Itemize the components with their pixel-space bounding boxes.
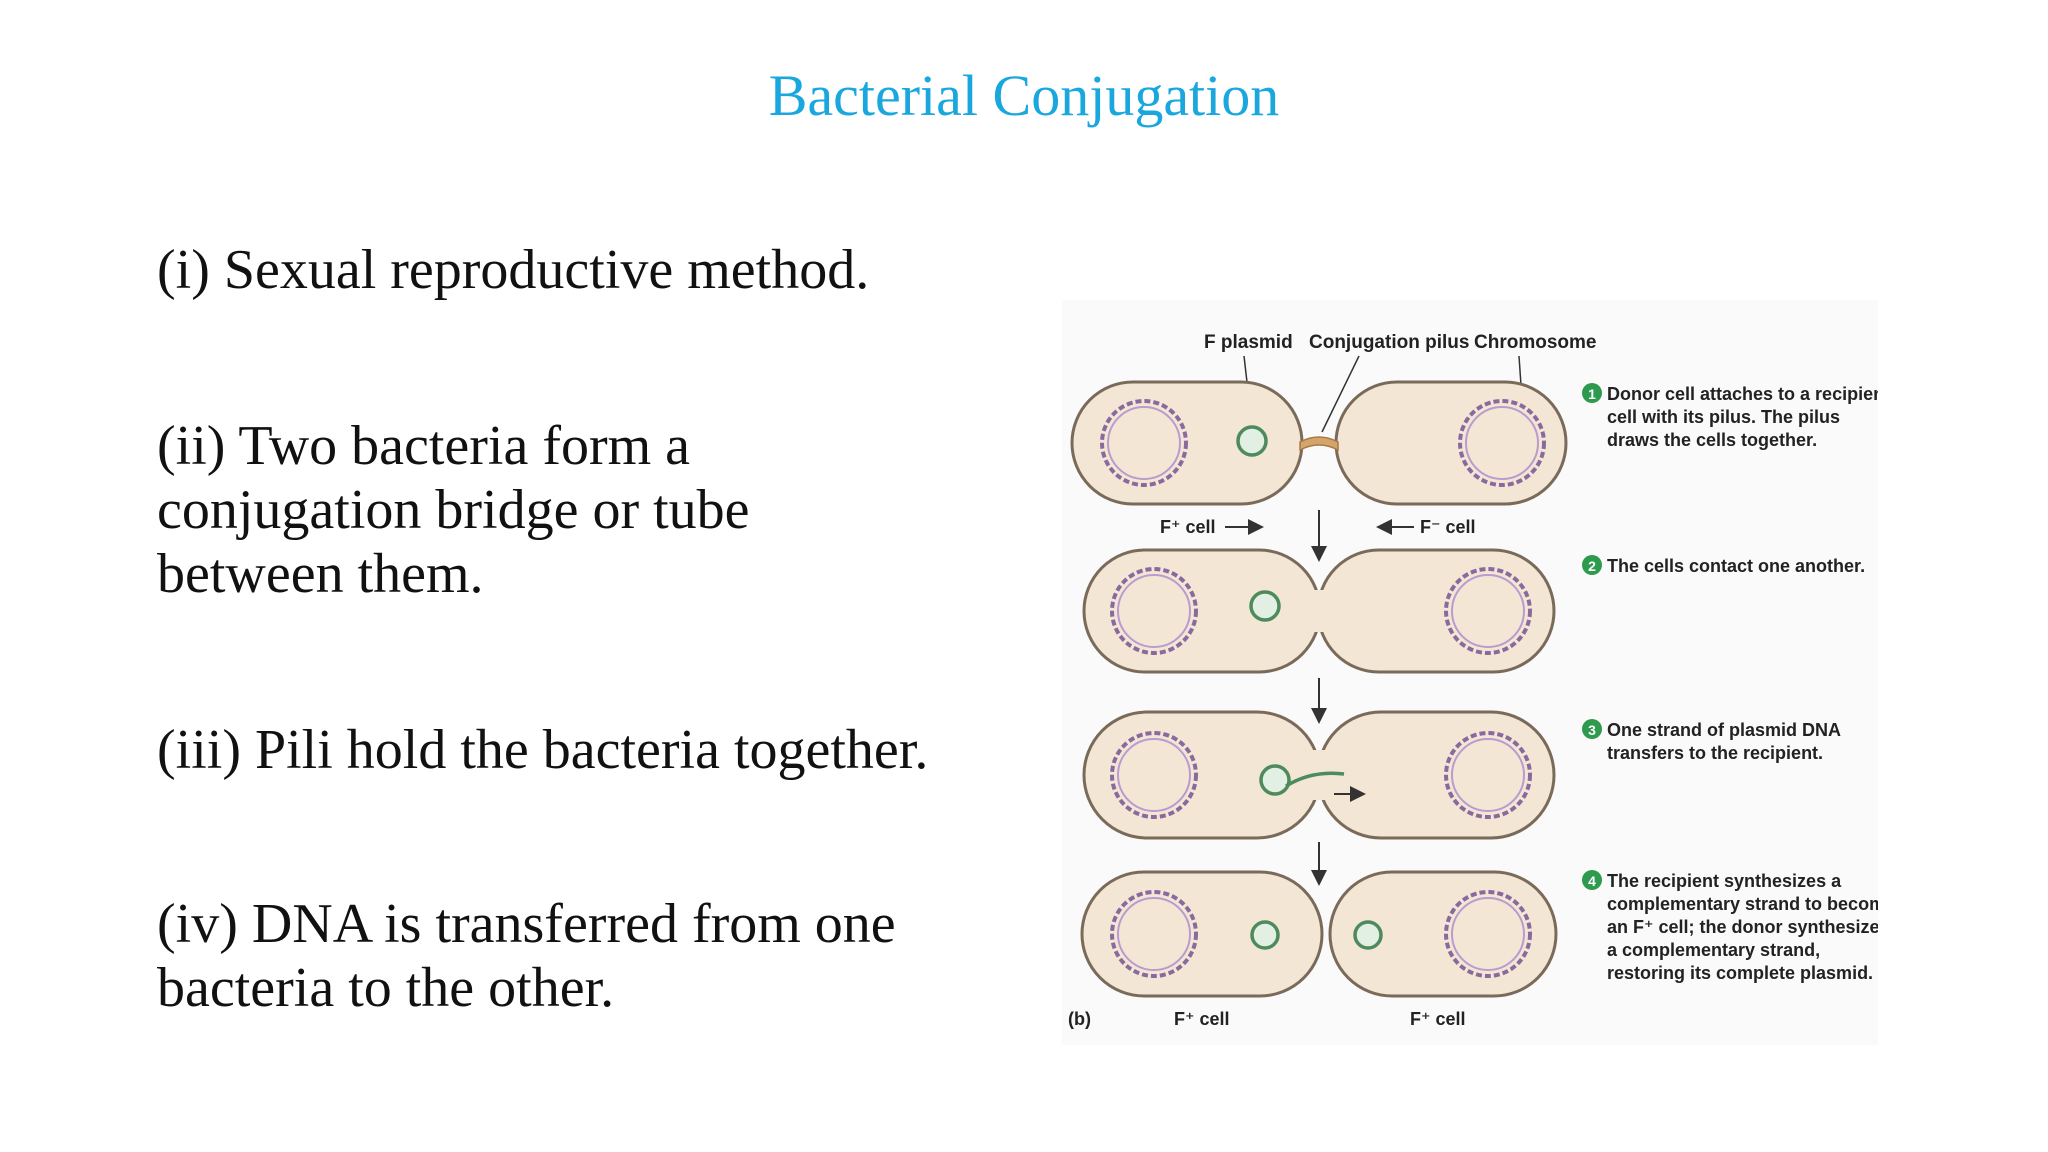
step-2-number: 2 <box>1588 558 1596 574</box>
step-4-line-5: restoring its complete plasmid. <box>1607 963 1873 983</box>
row-3-cells <box>1082 710 1556 840</box>
step-1-line-1: Donor cell attaches to a recipient <box>1607 384 1878 404</box>
label-f-plasmid: F plasmid <box>1204 332 1293 353</box>
donor-chromosome <box>1100 399 1188 487</box>
contact-junction <box>1312 590 1326 632</box>
donor-chromosome-4-inner <box>1117 897 1191 971</box>
label-chromosome: Chromosome <box>1474 332 1596 353</box>
recipient-chromosome-4-inner <box>1451 897 1525 971</box>
f-plasmid-4-donor <box>1250 920 1280 950</box>
donor-cell-4 <box>1080 870 1324 998</box>
step-4-line-3: an F⁺ cell; the donor synthesizes <box>1607 917 1878 937</box>
recipient-cell-3 <box>1316 710 1556 840</box>
step-3-number: 3 <box>1588 722 1596 738</box>
f-plasmid-4-recipient <box>1353 920 1383 950</box>
donor-chromosome-2-inner <box>1117 574 1191 648</box>
donor-chromosome-4 <box>1110 890 1198 978</box>
label-f-plus-cell-bottom-right: F⁺ cell <box>1410 1009 1466 1029</box>
bullet-2: (ii) Two bacteria form a conjugation bri… <box>157 414 750 606</box>
step-1-number: 1 <box>1588 386 1596 402</box>
conjugation-diagram-svg: F plasmid Conjugation pilus Chromosome F… <box>1068 332 1878 1029</box>
step-2-line-1: The cells contact one another. <box>1607 556 1865 576</box>
recipient-chromosome-2-inner <box>1451 574 1525 648</box>
recipient-chromosome-3-inner <box>1451 738 1525 812</box>
step-1-line-3: draws the cells together. <box>1607 430 1817 450</box>
bullet-3-line-1: (iii) Pili hold the bacteria together. <box>157 719 929 781</box>
row-2-cells <box>1082 548 1556 674</box>
step-4-line-2: complementary strand to become <box>1607 894 1878 914</box>
recipient-chromosome <box>1458 399 1546 487</box>
bullet-3: (iii) Pili hold the bacteria together. <box>157 718 928 782</box>
f-plasmid-2 <box>1249 590 1281 622</box>
step-4-badge <box>1582 870 1602 890</box>
bullet-4: (iv) DNA is transferred from one bacteri… <box>157 892 896 1020</box>
step-1: 1 Donor cell attaches to a recipient cel… <box>1582 383 1878 450</box>
step-2-badge <box>1582 555 1602 575</box>
recipient-chromosome-inner <box>1465 406 1539 480</box>
donor-chromosome-3 <box>1110 731 1198 819</box>
row-1-cells <box>1070 380 1568 506</box>
label-f-minus-cell-top: F⁻ cell <box>1420 517 1476 537</box>
conjugation-pilus <box>1299 436 1339 452</box>
step-4: 4 The recipient synthesizes a complement… <box>1582 870 1878 983</box>
leader-pilus <box>1321 355 1360 433</box>
donor-chromosome-inner <box>1107 406 1181 480</box>
step-3-line-1: One strand of plasmid DNA <box>1607 720 1841 740</box>
bullet-4-line-1: (iv) DNA is transferred from one <box>157 893 896 955</box>
bullet-2-line-2: conjugation bridge or tube <box>157 479 750 541</box>
step-4-number: 4 <box>1588 873 1596 889</box>
donor-cell-2 <box>1082 548 1322 674</box>
recipient-cell <box>1334 380 1568 506</box>
bullet-1-line-1: (i) Sexual reproductive method. <box>157 239 870 301</box>
transferred-strand <box>1285 771 1345 788</box>
recipient-chromosome-4 <box>1444 890 1532 978</box>
f-plasmid <box>1236 425 1268 457</box>
new-f-plus-cell <box>1328 870 1558 998</box>
label-f-plus-cell-top: F⁺ cell <box>1160 517 1216 537</box>
label-f-plus-cell-bottom-left: F⁺ cell <box>1174 1009 1230 1029</box>
donor-chromosome-2 <box>1110 567 1198 655</box>
bullet-2-line-3: between them. <box>157 543 484 605</box>
panel-letter: (b) <box>1068 1009 1091 1029</box>
step-1-line-2: cell with its pilus. The pilus <box>1607 407 1840 427</box>
step-3: 3 One strand of plasmid DNA transfers to… <box>1582 719 1841 763</box>
recipient-cell-2 <box>1316 548 1556 674</box>
step-3-badge <box>1582 719 1602 739</box>
bullet-2-line-1: (ii) Two bacteria form a <box>157 415 691 477</box>
conjugation-diagram: F plasmid Conjugation pilus Chromosome F… <box>1062 300 1878 1045</box>
recipient-chromosome-2 <box>1444 567 1532 655</box>
step-4-line-1: The recipient synthesizes a <box>1607 871 1842 891</box>
recipient-chromosome-3 <box>1444 731 1532 819</box>
f-plasmid-3 <box>1259 764 1291 796</box>
row-4-cells <box>1080 870 1558 998</box>
bullet-4-line-2: bacteria to the other. <box>157 957 615 1019</box>
step-4-line-4: a complementary strand, <box>1607 940 1820 960</box>
donor-chromosome-3-inner <box>1117 738 1191 812</box>
label-conjugation-pilus: Conjugation pilus <box>1309 332 1469 353</box>
step-1-badge <box>1582 383 1602 403</box>
bullet-1: (i) Sexual reproductive method. <box>157 238 869 302</box>
step-2: 2 The cells contact one another. <box>1582 555 1865 576</box>
step-3-line-2: transfers to the recipient. <box>1607 743 1823 763</box>
slide-title: Bacterial Conjugation <box>768 63 1280 128</box>
